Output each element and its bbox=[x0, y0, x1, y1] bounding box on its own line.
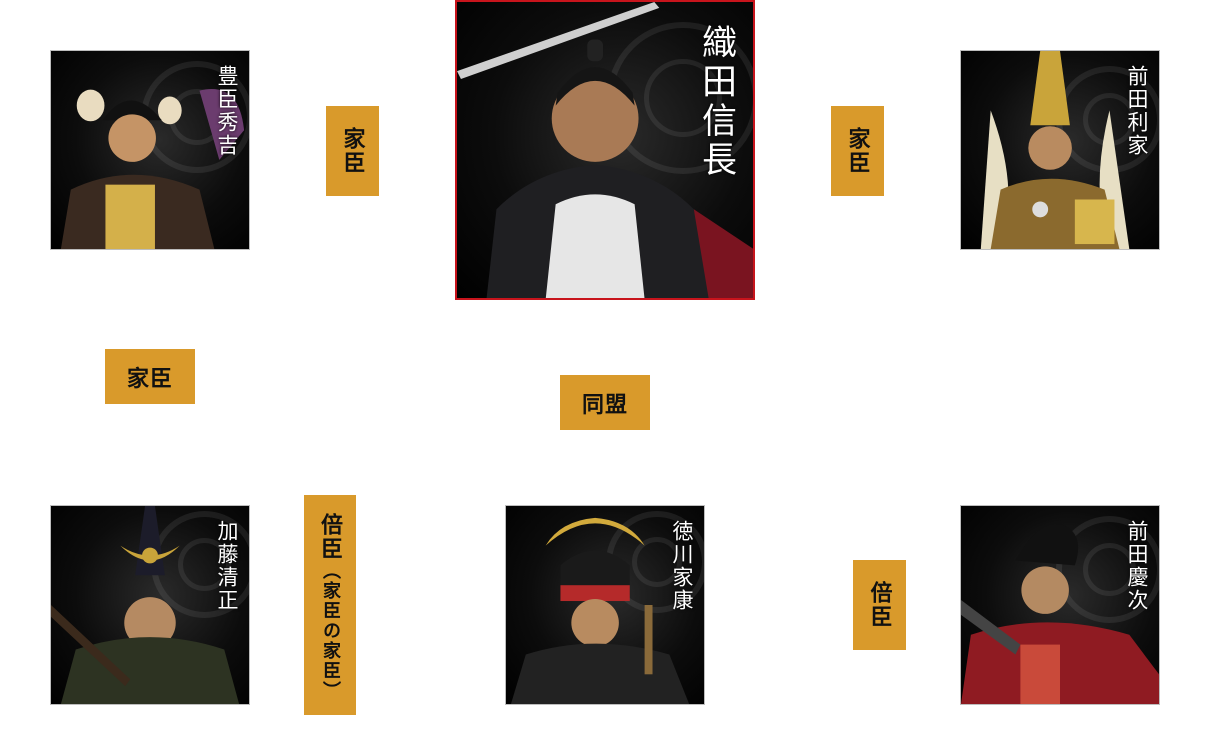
rear-vassal-sub-text: （家臣の家臣） bbox=[320, 561, 341, 701]
portrait-maeda-keiji[interactable]: 前田慶次 bbox=[960, 505, 1160, 705]
relation-label-kiyomasa-vassal: 家臣 bbox=[105, 349, 195, 404]
relation-label-toshiie-vassal: 家臣 bbox=[831, 106, 884, 196]
portrait-kato-kiyomasa[interactable]: 加藤清正 bbox=[50, 505, 250, 705]
name-kato-kiyomasa: 加藤清正 bbox=[215, 520, 239, 612]
relation-label-kiyomasa-rear-vassal: 倍臣 （家臣の家臣） bbox=[304, 495, 356, 715]
rear-vassal-main-text: 倍臣 bbox=[317, 513, 343, 561]
warrior-figure-icon bbox=[961, 524, 1159, 704]
relation-label-keiji-rear-vassal: 倍臣 bbox=[853, 560, 906, 650]
name-oda-nobunaga: 織田信長 bbox=[696, 24, 736, 180]
portrait-tokugawa-ieyasu[interactable]: 徳川家康 bbox=[505, 505, 705, 705]
name-toyotomi-hideyoshi: 豊臣秀吉 bbox=[215, 65, 239, 157]
name-tokugawa-ieyasu: 徳川家康 bbox=[670, 520, 694, 612]
warrior-figure-icon bbox=[980, 51, 1130, 249]
relation-label-hideyoshi-vassal: 家臣 bbox=[326, 106, 379, 196]
warrior-figure-icon bbox=[510, 517, 690, 704]
name-maeda-keiji: 前田慶次 bbox=[1125, 520, 1149, 612]
relation-label-ieyasu-alliance: 同盟 bbox=[560, 375, 650, 430]
warrior-figure-icon bbox=[457, 2, 753, 298]
warrior-figure-icon bbox=[60, 88, 245, 249]
name-maeda-toshiie: 前田利家 bbox=[1125, 65, 1149, 157]
portrait-oda-nobunaga[interactable]: 織田信長 bbox=[455, 0, 755, 300]
warrior-figure-icon bbox=[51, 506, 240, 704]
portrait-maeda-toshiie[interactable]: 前田利家 bbox=[960, 50, 1160, 250]
clan-crest-icon bbox=[1056, 516, 1159, 623]
portrait-toyotomi-hideyoshi[interactable]: 豊臣秀吉 bbox=[50, 50, 250, 250]
